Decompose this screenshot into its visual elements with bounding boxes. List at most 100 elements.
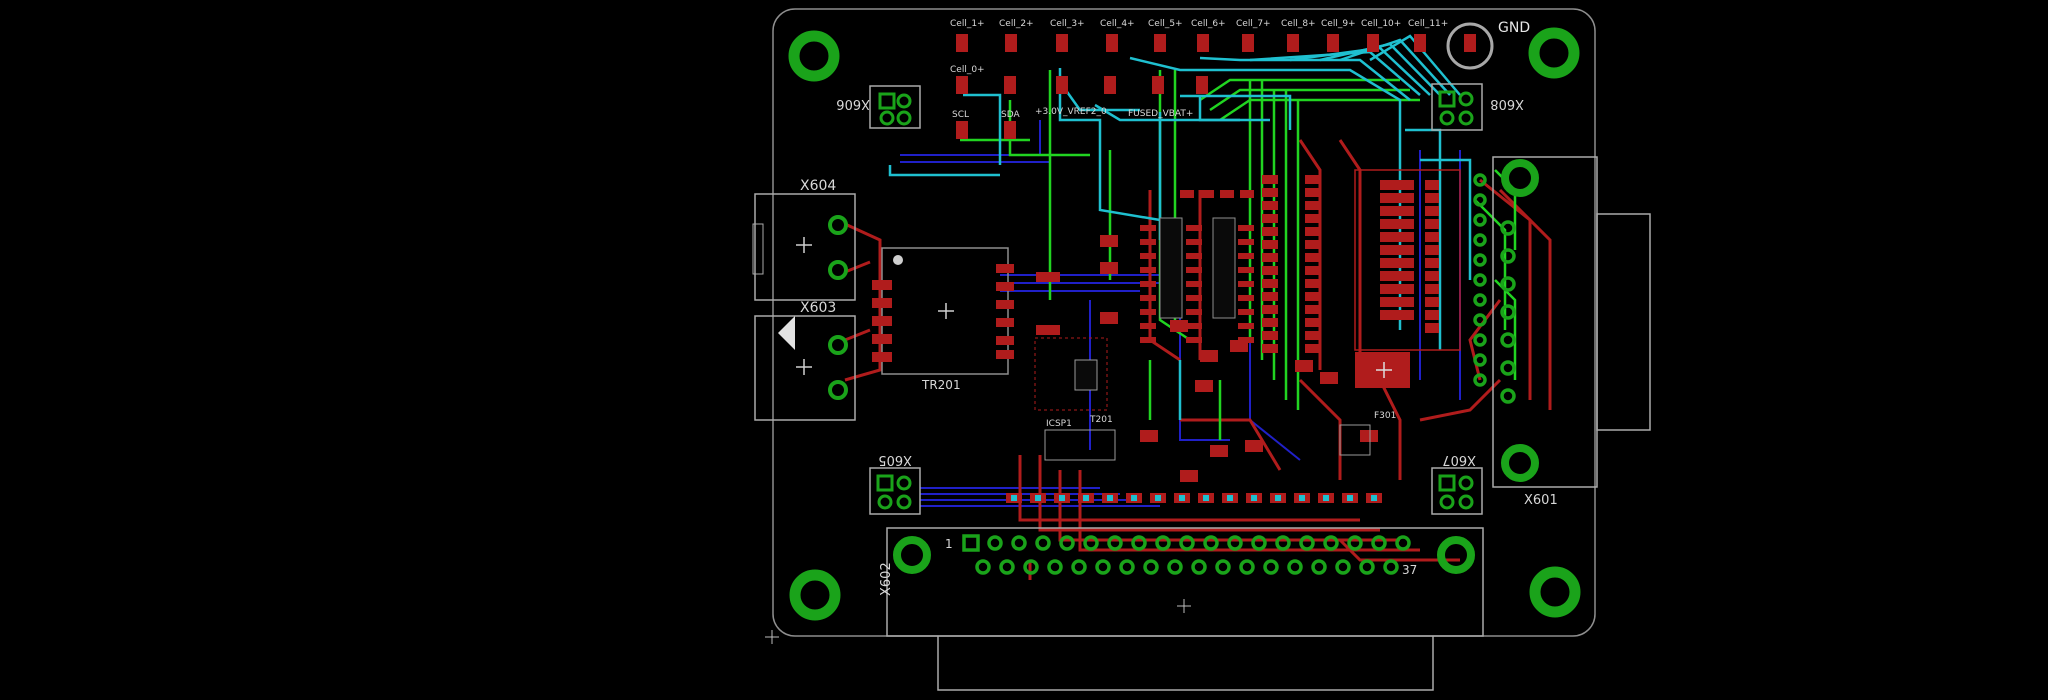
smd-pad — [1305, 318, 1321, 327]
smd-pad — [1305, 201, 1321, 210]
smd-pad — [1320, 372, 1338, 384]
x602-pin — [1215, 559, 1231, 575]
connector-x603: X603 — [754, 300, 856, 421]
x602-pin — [1347, 535, 1363, 551]
smd-pad — [1238, 239, 1254, 245]
smd-pad — [1186, 253, 1202, 259]
smd-pad — [1180, 470, 1198, 482]
smd-pad — [1230, 340, 1248, 352]
smd-pad — [1186, 295, 1202, 301]
smd-pad — [1238, 225, 1254, 231]
smd-pad — [1262, 266, 1278, 275]
smd-pad — [1100, 312, 1118, 324]
resistor-pad — [1083, 495, 1089, 501]
smd-pad — [1305, 344, 1321, 353]
smd-pad — [1380, 284, 1414, 294]
smd-pad — [1262, 188, 1278, 197]
x602-pin — [1047, 559, 1063, 575]
x606-label: X606 — [836, 96, 870, 111]
resistor-pad — [1275, 495, 1281, 501]
x602-pin — [999, 559, 1015, 575]
resistor-pad — [1203, 495, 1209, 501]
smd-pad — [1425, 206, 1439, 216]
cell-pad: Cell_3+ — [1050, 19, 1085, 52]
x602-pin — [987, 535, 1003, 551]
smd-pad — [1305, 331, 1321, 340]
tr201-label: TR201 — [921, 378, 961, 392]
cell-label: Cell_4+ — [1100, 19, 1135, 29]
cell-pad: Cell_11+ — [1408, 19, 1448, 52]
x602-pin — [1371, 535, 1387, 551]
smd-pad — [1100, 235, 1118, 247]
smd-pad — [1425, 219, 1439, 229]
x602-pin — [1131, 535, 1147, 551]
smd-pad — [1305, 279, 1321, 288]
ic-chips: ICSP1 T201 F301 — [1034, 169, 1461, 461]
x602-pin — [1167, 559, 1183, 575]
resistor-pad — [1107, 495, 1113, 501]
smd-pad — [1380, 232, 1414, 242]
smd-pad — [1245, 440, 1263, 452]
x602-pin — [1203, 535, 1219, 551]
cell-label: Cell_10+ — [1361, 19, 1401, 29]
cell-label: Cell_7+ — [1236, 19, 1271, 29]
smd-pad — [1262, 331, 1278, 340]
x602-pin — [1239, 559, 1255, 575]
transformer-tr201: TR201 — [872, 247, 1014, 392]
smd-pad — [1380, 180, 1414, 190]
smd-pad — [1262, 175, 1278, 184]
cell-label: Cell_6+ — [1191, 19, 1226, 29]
x602-pin — [1143, 559, 1159, 575]
resistor-pad — [1227, 495, 1233, 501]
cell-pad: Cell_10+ — [1361, 19, 1401, 52]
smd-pad — [1305, 240, 1321, 249]
smd-pad — [1186, 337, 1202, 343]
resistor-pad — [1179, 495, 1185, 501]
smd-pad — [1380, 193, 1414, 203]
cell-label: Cell_11+ — [1408, 19, 1448, 29]
smd-pad — [1425, 232, 1439, 242]
smd-pad — [1238, 267, 1254, 273]
x604-label: X604 — [800, 178, 836, 194]
x605-label: X605 — [878, 452, 912, 467]
smd-pad — [1305, 227, 1321, 236]
smd-pad — [1238, 323, 1254, 329]
smd-pad — [1262, 305, 1278, 314]
mounting-hole — [1529, 566, 1581, 618]
resistor-pad — [1059, 495, 1065, 501]
x602-label: X602 — [879, 562, 894, 596]
smd-pad — [1186, 323, 1202, 329]
sda-label: SDA — [1001, 110, 1020, 120]
smd-pad — [1238, 281, 1254, 287]
smd-pad — [1140, 253, 1156, 259]
smd-pad — [1186, 267, 1202, 273]
cell-pad: Cell_4+ — [1100, 19, 1135, 52]
mounting-hole — [789, 569, 841, 621]
terminal-x605: X605 — [869, 452, 921, 515]
x602-pin — [1335, 559, 1351, 575]
resistor-row — [1006, 493, 1382, 503]
smd-pad — [1036, 325, 1060, 335]
connector-x601: X601 — [1473, 156, 1651, 508]
x602-pin — [1359, 559, 1375, 575]
resistor-pad — [1347, 495, 1353, 501]
cell-pad: Cell_7+ — [1236, 19, 1271, 52]
x607-label: X607 — [1442, 452, 1476, 467]
cell-pad: Cell_6+ — [1191, 19, 1226, 52]
smd-pad — [1425, 245, 1439, 255]
cell-label: Cell_9+ — [1321, 19, 1356, 29]
cell-label: Cell_1+ — [950, 19, 985, 29]
x602-pin — [1179, 535, 1195, 551]
x602-pin — [1107, 535, 1123, 551]
smd-pad — [1036, 272, 1060, 282]
gnd-pad — [1464, 34, 1476, 52]
x602-pin — [962, 534, 980, 552]
smd-pad — [1305, 266, 1321, 275]
resistor-pad — [1371, 495, 1377, 501]
cell-header-pads: Cell_1+Cell_2+Cell_3+Cell_4+Cell_5+Cell_… — [950, 19, 1476, 52]
mounting-hole — [1528, 27, 1580, 79]
x602-pin — [1251, 535, 1267, 551]
icsp1-label: ICSP1 — [1046, 419, 1072, 429]
origin-marks — [765, 599, 1191, 644]
